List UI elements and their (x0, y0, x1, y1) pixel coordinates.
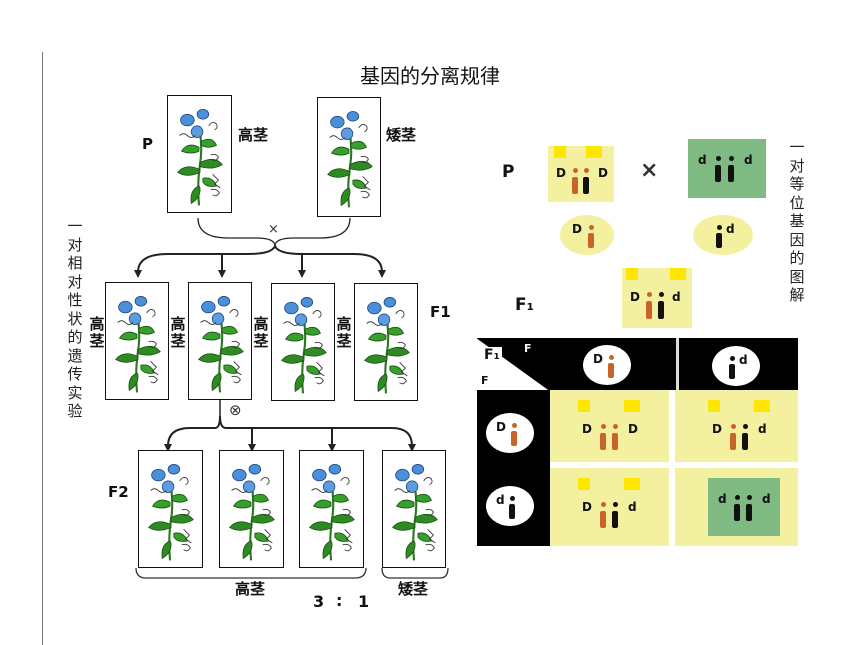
f2-generation-label: F2 (108, 483, 129, 501)
ratio-right: 1 (358, 592, 370, 611)
f1-label-3: 高茎 (253, 315, 269, 350)
gamete-d-recessive: d (693, 215, 753, 255)
punnett-corner-female: F (524, 342, 532, 355)
pea-plant-icon (280, 296, 328, 395)
p-to-f1-connector (134, 217, 386, 278)
plant-card-f1-2 (188, 282, 252, 400)
ratio-left: 3 (313, 592, 325, 611)
f2-tall-label: 高茎 (235, 580, 266, 598)
page-title: 基因的分离规律 (360, 64, 500, 88)
punnett-header-d-recessive: d (712, 346, 760, 386)
pea-plant-icon (197, 295, 245, 394)
plant-card-f2-1 (138, 450, 203, 568)
punnett-row-divider (550, 462, 800, 468)
genotype-chip-f1-dd: D d (622, 268, 692, 328)
f1-label-4: 高茎 (336, 315, 352, 350)
pea-plant-icon (147, 463, 195, 562)
right-p-label: P (502, 162, 515, 182)
punnett-corner-male: F (481, 374, 489, 387)
right-cross-symbol: × (640, 158, 659, 183)
punnett-cell-dd-1: D D (574, 400, 646, 458)
genotype-chip-dd-recessive: d d (688, 139, 766, 198)
f1-to-f2-connector (164, 400, 416, 452)
ratio-separator: : (336, 591, 343, 610)
genotype-chip-dd-dominant: D D (548, 146, 614, 202)
punnett-row-d-recessive: d (486, 486, 534, 526)
right-side-caption: 一对等位基因的图解 (789, 138, 805, 304)
p-tall-label: 高茎 (238, 126, 269, 144)
punnett-header-d-dominant: D (583, 345, 631, 385)
punnett-row-d-dominant: D (486, 413, 534, 453)
punnett-cell-dd-4: d d (708, 478, 780, 536)
gamete-d-dominant: D (560, 215, 614, 255)
punnett-corner-f1: F₁ (482, 347, 502, 363)
p-generation-label: P (142, 135, 153, 153)
f1-label-2: 高茎 (170, 315, 186, 350)
p-short-label: 矮茎 (386, 126, 417, 144)
left-side-caption: 一对相对性状的遗传实验 (67, 217, 83, 420)
plant-card-p-tall (167, 95, 232, 213)
plant-card-f2-4 (382, 450, 446, 568)
pea-plant-icon (308, 463, 356, 562)
f1-generation-label: F1 (430, 303, 451, 321)
plant-card-f2-3 (299, 450, 364, 568)
self-cross-symbol: ⊗ (229, 401, 242, 419)
right-f1-label: F₁ (515, 295, 535, 315)
f2-short-label: 矮茎 (398, 580, 429, 598)
p-cross-symbol: × (268, 222, 279, 237)
plant-card-f1-4 (354, 283, 418, 401)
pea-plant-icon (228, 463, 276, 562)
left-margin-rule (42, 52, 43, 645)
punnett-col-divider (669, 390, 675, 546)
punnett-header-divider (676, 338, 679, 390)
f2-brackets (135, 567, 449, 579)
pea-plant-icon (114, 295, 162, 394)
plant-card-f2-2 (219, 450, 284, 568)
pea-plant-icon (326, 110, 374, 209)
punnett-cell-dd-3: D d (574, 478, 646, 536)
punnett-cell-dd-2: D d (704, 400, 776, 458)
pea-plant-icon (391, 463, 439, 562)
plant-card-f1-3 (271, 283, 335, 401)
plant-card-p-short (317, 97, 381, 217)
plant-card-f1-1 (105, 282, 169, 400)
pea-plant-icon (363, 296, 411, 395)
pea-plant-icon (176, 108, 224, 207)
f1-label-1: 高茎 (89, 315, 105, 350)
